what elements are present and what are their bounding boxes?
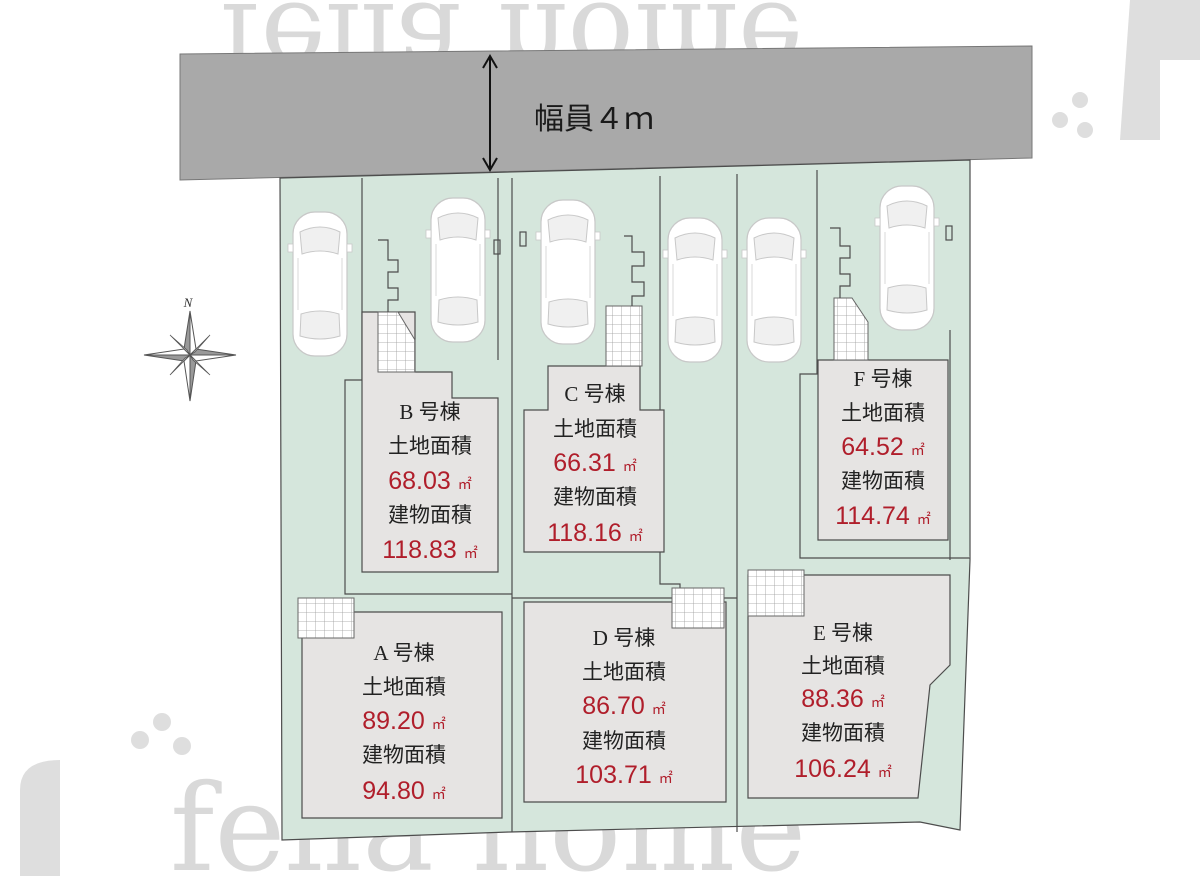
land-area-value: 68.03 ㎡ — [388, 467, 472, 495]
land-area-label: 土地面積 — [841, 401, 925, 425]
lot-name: D 号棟 — [593, 626, 655, 650]
land-area-value: 88.36 ㎡ — [801, 685, 885, 713]
building-area-value: 103.71 ㎡ — [575, 761, 672, 789]
lot-name: C 号棟 — [564, 382, 625, 406]
building-area-value: 118.16 ㎡ — [547, 519, 643, 547]
compass-north-label: N — [183, 295, 194, 310]
building-B — [361, 311, 499, 573]
lot-label-A: A 号棟 土地面積 89.20 ㎡ 建物面積 94.80 ㎡ — [362, 641, 446, 805]
lot-label-E: E 号棟 土地面積 88.36 ㎡ 建物面積 106.24 ㎡ — [794, 621, 891, 783]
lot-label-B: B 号棟 土地面積 68.03 ㎡ 建物面積 118.83 ㎡ — [382, 400, 478, 564]
building-area-label: 建物面積 — [801, 721, 885, 745]
building-D — [523, 601, 727, 803]
building-area-label: 建物面積 — [553, 485, 637, 509]
buildings — [301, 311, 951, 819]
lot-label-D: D 号棟 土地面積 86.70 ㎡ 建物面積 103.71 ㎡ — [575, 626, 672, 789]
lot-name: E 号棟 — [813, 621, 873, 645]
land-area-value: 89.20 ㎡ — [362, 707, 446, 735]
building-A — [301, 611, 503, 819]
lot-label-F: F 号棟 土地面積 64.52 ㎡ 建物面積 114.74 ㎡ — [835, 367, 931, 530]
building-F — [817, 359, 949, 541]
land-area-label: 土地面積 — [388, 434, 472, 458]
road-width-label: 幅員４ｍ — [534, 103, 654, 136]
step-symbols — [378, 225, 953, 312]
land-area-label: 土地面積 — [582, 660, 666, 684]
land-area-label: 土地面積 — [553, 417, 637, 441]
land-area-label: 土地面積 — [801, 654, 885, 678]
watermark-logo-icon — [20, 0, 1200, 876]
lot-label-C: C 号棟 土地面積 66.31 ㎡ 建物面積 118.16 ㎡ — [547, 382, 643, 547]
building-E — [747, 574, 951, 799]
building-area-label: 建物面積 — [362, 743, 446, 767]
building-area-label: 建物面積 — [582, 729, 666, 753]
tile-areas — [297, 297, 869, 639]
building-area-label: 建物面積 — [841, 469, 925, 493]
building-area-value: 106.24 ㎡ — [794, 755, 891, 783]
land-area-value: 64.52 ㎡ — [841, 433, 925, 461]
building-C — [523, 365, 665, 553]
land-area-label: 土地面積 — [362, 675, 446, 699]
land-area-value: 66.31 ㎡ — [553, 449, 637, 477]
building-area-value: 94.80 ㎡ — [362, 777, 446, 805]
lot-name: A 号棟 — [373, 641, 434, 665]
road: 幅員４ｍ — [179, 45, 1033, 181]
building-area-value: 118.83 ㎡ — [382, 536, 478, 564]
land-area-value: 86.70 ㎡ — [582, 692, 666, 720]
lot-name: B 号棟 — [399, 400, 460, 424]
lot-name: F 号棟 — [854, 367, 913, 391]
building-area-value: 114.74 ㎡ — [835, 502, 931, 530]
building-area-label: 建物面積 — [388, 503, 472, 527]
north-arrow-icon: N — [143, 295, 237, 402]
